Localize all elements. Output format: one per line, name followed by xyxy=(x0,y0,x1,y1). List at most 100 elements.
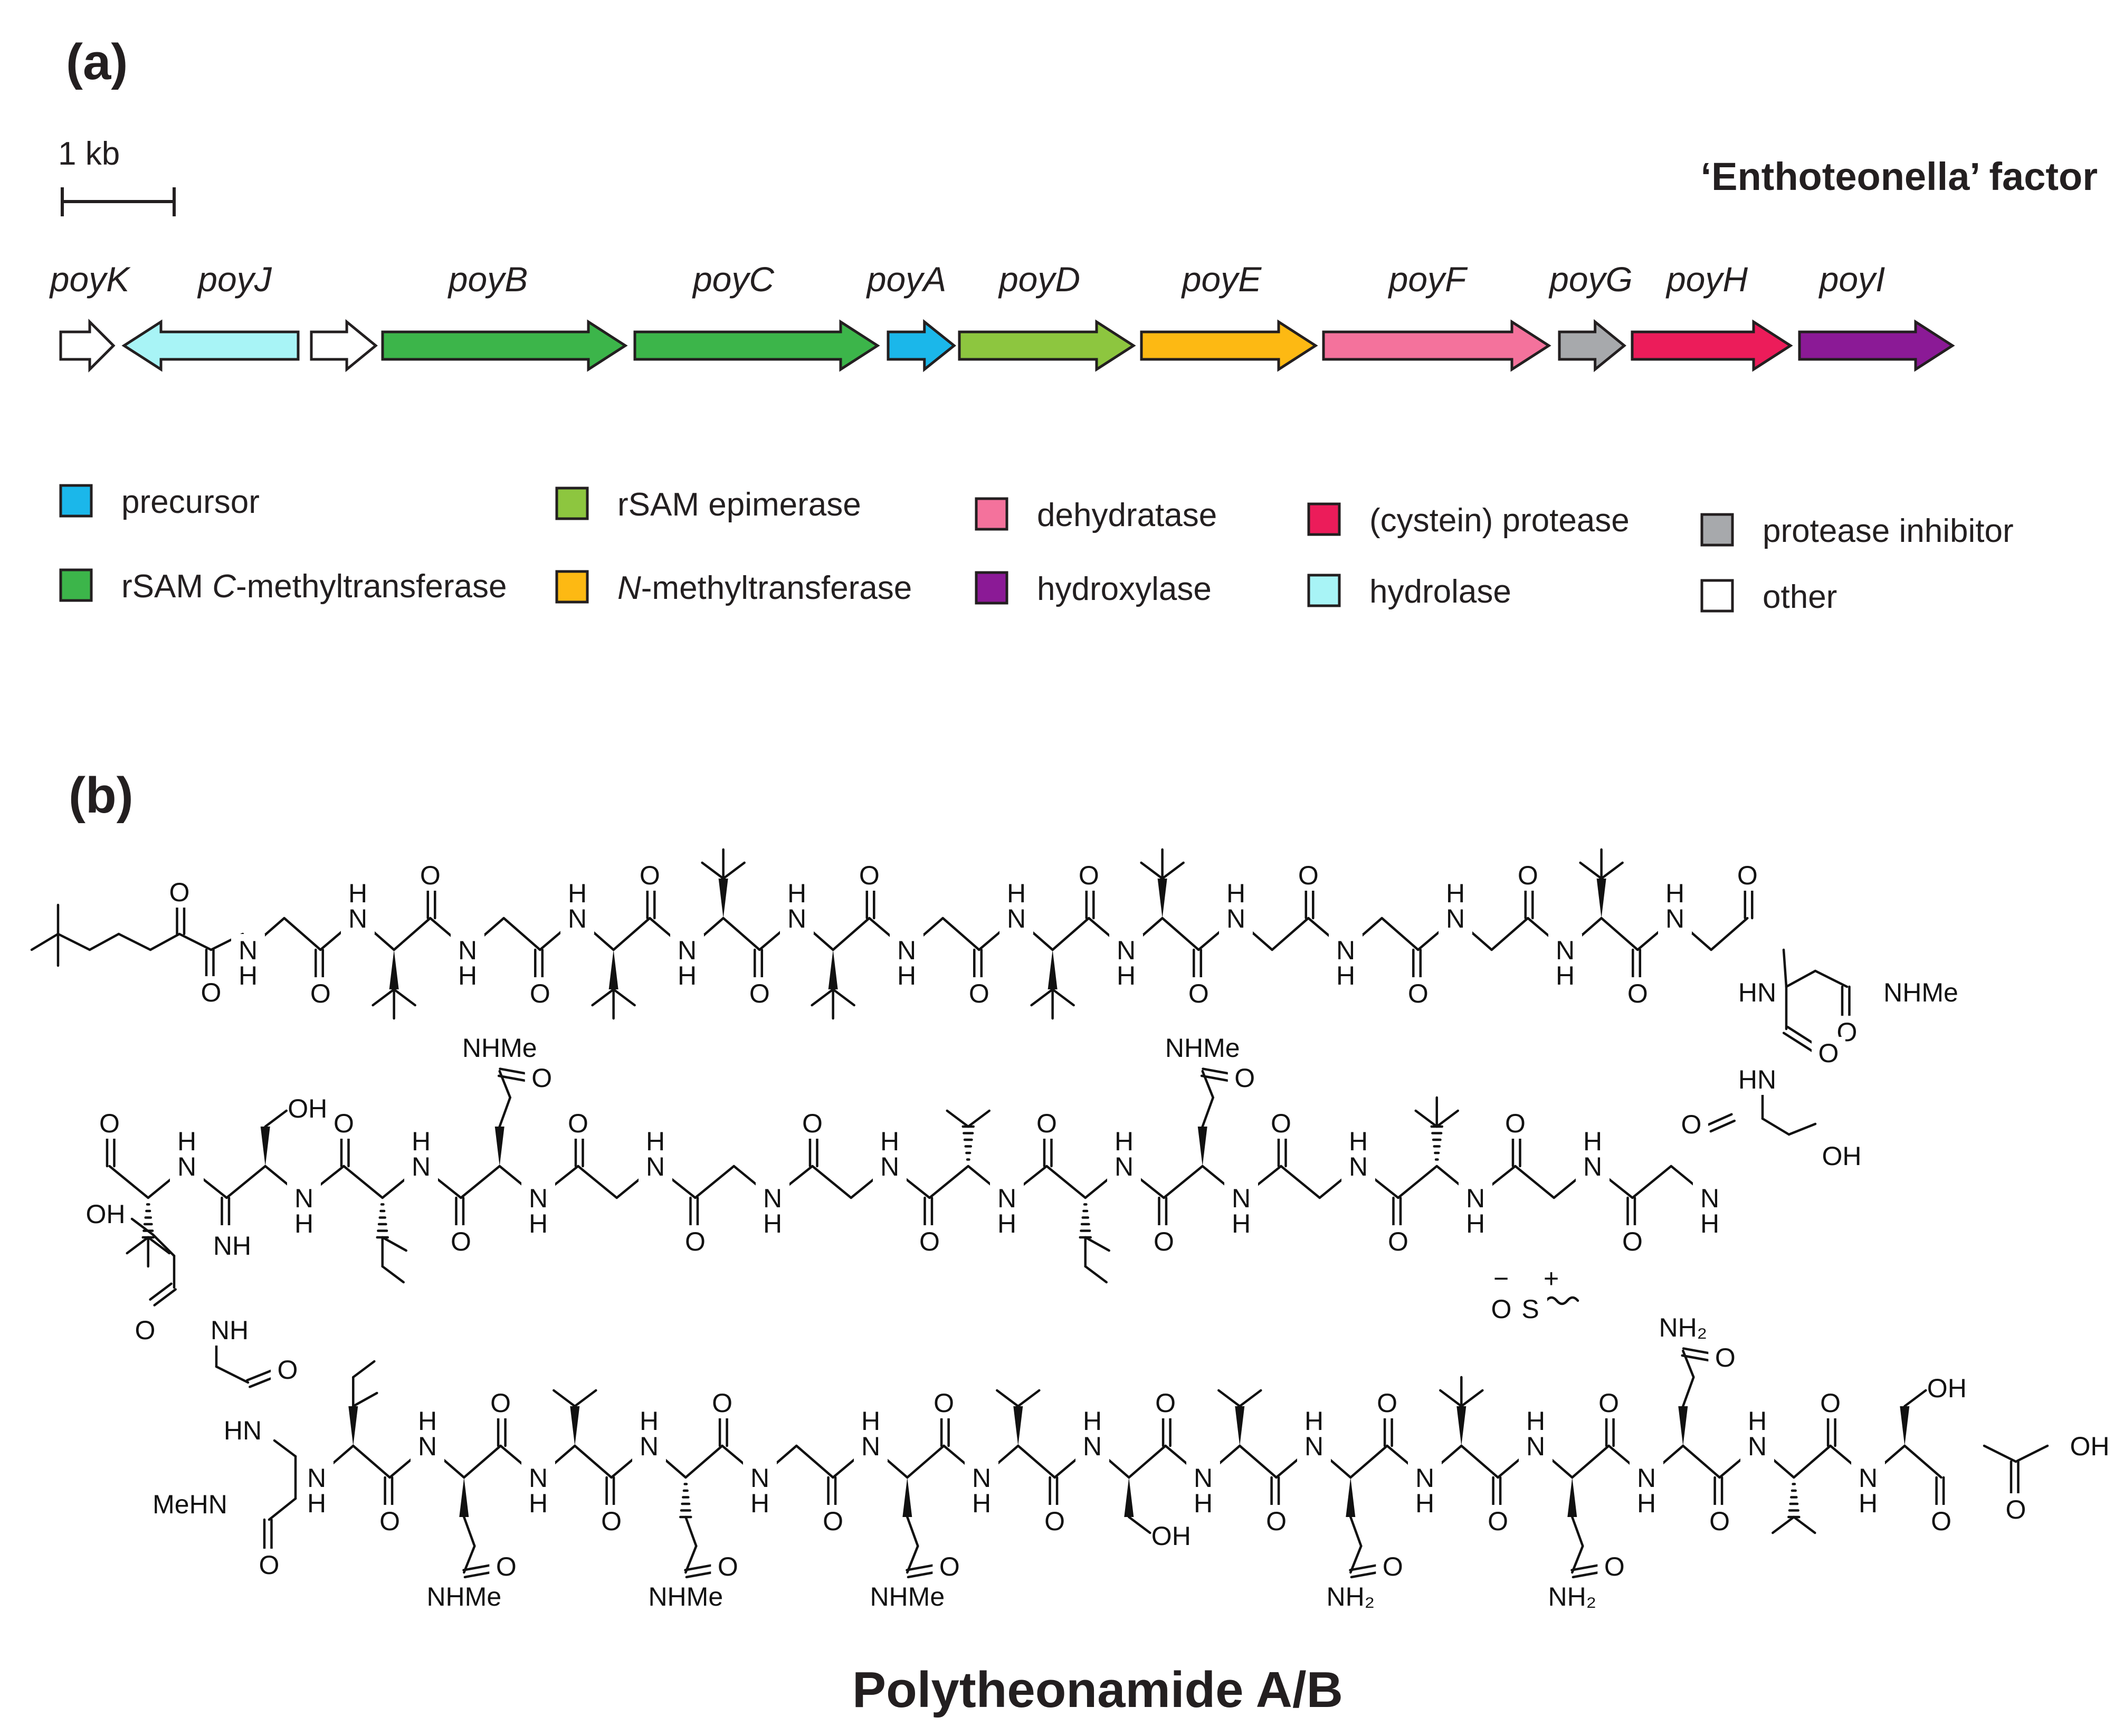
legend-swatch xyxy=(59,484,93,518)
nitrogen-atom: N xyxy=(640,1432,659,1461)
oxygen-atom: O xyxy=(1488,1506,1508,1536)
oxygen-atom: O xyxy=(169,877,190,907)
compound-name: Polytheonamide A/B xyxy=(852,1662,1343,1718)
gene-label-poyG: poyG xyxy=(1548,260,1633,299)
panel-a-label: (a) xyxy=(66,34,128,90)
legend-item: protease inhibitor xyxy=(1700,513,2014,549)
legend-item: (cystein) protease xyxy=(1307,502,1630,539)
hydrogen-atom: H xyxy=(787,879,806,908)
nitrogen-atom: N xyxy=(418,1432,437,1461)
oxygen-atom: O xyxy=(1491,1294,1512,1324)
legend-label: rSAM C-methyltransferase xyxy=(121,568,507,605)
oxygen-atom: O xyxy=(1709,1506,1730,1536)
hydrogen-atom: H xyxy=(1700,1209,1719,1238)
gene-label-poyC: poyC xyxy=(692,260,775,299)
oxygen-atom: O xyxy=(601,1506,622,1536)
oxygen-atom: O xyxy=(1155,1388,1176,1418)
oxygen-atom: O xyxy=(823,1506,843,1536)
hydrogen-atom: H xyxy=(1083,1406,1102,1436)
oxygen-atom: O xyxy=(1931,1506,1951,1536)
oxygen-atom: O xyxy=(496,1552,517,1581)
nitrogen-atom: N xyxy=(1446,904,1465,933)
hydroxyl-group: OH xyxy=(288,1094,327,1123)
legend-label: rSAM epimerase xyxy=(617,487,861,523)
hydrogen-atom: H xyxy=(458,961,477,990)
hydrogen-atom: H xyxy=(1583,1127,1602,1156)
gene-arrow-poyD xyxy=(958,319,1136,372)
hydrogen-atom: H xyxy=(239,961,258,990)
oxygen-atom: O xyxy=(1737,861,1758,890)
oxygen-atom: O xyxy=(1505,1109,1526,1138)
nitrogen-atom: N xyxy=(1349,1152,1368,1181)
nitrogen-atom: N xyxy=(646,1152,665,1181)
nitrogen-atom: N xyxy=(1665,904,1684,933)
oxygen-atom: O xyxy=(1044,1506,1065,1536)
hydroxyl-group: OH xyxy=(86,1199,126,1229)
gene-arrow-poyC xyxy=(633,319,880,372)
oxygen-atom: O xyxy=(201,978,222,1007)
oxygen-atom: O xyxy=(1188,979,1209,1008)
nitrogen-atom: N xyxy=(1583,1152,1602,1181)
factor-title: ‘Enthoteonella’ factor xyxy=(1701,155,2098,198)
gene-label-poyJ: poyJ xyxy=(197,260,272,299)
nitrogen-atom: N xyxy=(568,904,587,933)
oxygen-atom: O xyxy=(640,861,660,890)
hydroxyl-group: OH xyxy=(2070,1432,2110,1461)
oxygen-atom: O xyxy=(1820,1388,1841,1418)
legend-label: hydrolase xyxy=(1369,574,1511,610)
panel-b-label: (b) xyxy=(69,767,134,824)
plus-charge: + xyxy=(1544,1264,1559,1293)
hydroxyl-group: OH xyxy=(1927,1373,1967,1403)
gene-arrow-poyB xyxy=(381,319,628,372)
legend-label: dehydratase xyxy=(1037,497,1217,533)
hydrogen-atom: H xyxy=(1117,961,1136,990)
gene-label-poyF: poyF xyxy=(1388,260,1468,299)
nitrogen-atom: N xyxy=(880,1152,899,1181)
hydrogen-atom: H xyxy=(646,1127,665,1156)
oxygen-atom: O xyxy=(934,1388,954,1418)
amine-group: NH xyxy=(211,1315,249,1345)
oxygen-atom: O xyxy=(1388,1227,1408,1256)
oxygen-atom: O xyxy=(749,979,770,1008)
gene-label-poyK: poyK xyxy=(49,260,131,299)
sulfur-atom: S xyxy=(1521,1294,1539,1324)
hydrogen-atom: H xyxy=(1556,961,1575,990)
amide-group: MeHN xyxy=(153,1490,227,1519)
oxygen-atom: O xyxy=(1036,1109,1057,1138)
oxygen-atom: O xyxy=(334,1109,354,1138)
amide-group: NHMe xyxy=(462,1033,537,1063)
nitrogen-atom: N xyxy=(348,904,367,933)
oxygen-atom: O xyxy=(802,1109,823,1138)
oxygen-atom: O xyxy=(1234,1063,1255,1093)
oxygen-atom: O xyxy=(135,1315,156,1345)
hydrogen-atom: H xyxy=(880,1127,899,1156)
amide-group: NHMe xyxy=(1883,978,1958,1007)
gene-label-poyH: poyH xyxy=(1665,260,1748,299)
legend-item: other xyxy=(1700,579,1837,615)
amine-group: HN xyxy=(1738,1065,1776,1094)
oxygen-atom: O xyxy=(718,1552,738,1581)
nitrogen-atom: N xyxy=(1526,1432,1545,1461)
nitrogen-atom: N xyxy=(1083,1432,1102,1461)
gene-arrow-poyI xyxy=(1798,319,1955,372)
hydroxyl-group: OH xyxy=(1151,1521,1191,1551)
legend-swatch xyxy=(1307,502,1341,536)
hydrogen-atom: H xyxy=(294,1209,313,1238)
oxygen-atom: O xyxy=(278,1355,298,1385)
legend-swatch xyxy=(1700,513,1734,547)
amide-group: NH₂ xyxy=(1326,1582,1375,1611)
hydrogen-atom: H xyxy=(678,961,697,990)
gene-arrow-poyH xyxy=(1631,319,1793,372)
hydrogen-atom: H xyxy=(1859,1489,1878,1518)
legend-swatch xyxy=(1307,574,1341,607)
hydrogen-atom: H xyxy=(1304,1406,1323,1436)
legend-item: rSAM epimerase xyxy=(555,487,861,523)
gene-arrow-poyK xyxy=(59,318,116,373)
hydrogen-atom: H xyxy=(1637,1489,1656,1518)
legend-swatch xyxy=(59,568,93,602)
amide-group: NHMe xyxy=(426,1582,501,1611)
legend-item: rSAM C-methyltransferase xyxy=(59,568,507,605)
hydrogen-atom: H xyxy=(529,1489,548,1518)
amide-group: NH₂ xyxy=(1659,1313,1707,1342)
